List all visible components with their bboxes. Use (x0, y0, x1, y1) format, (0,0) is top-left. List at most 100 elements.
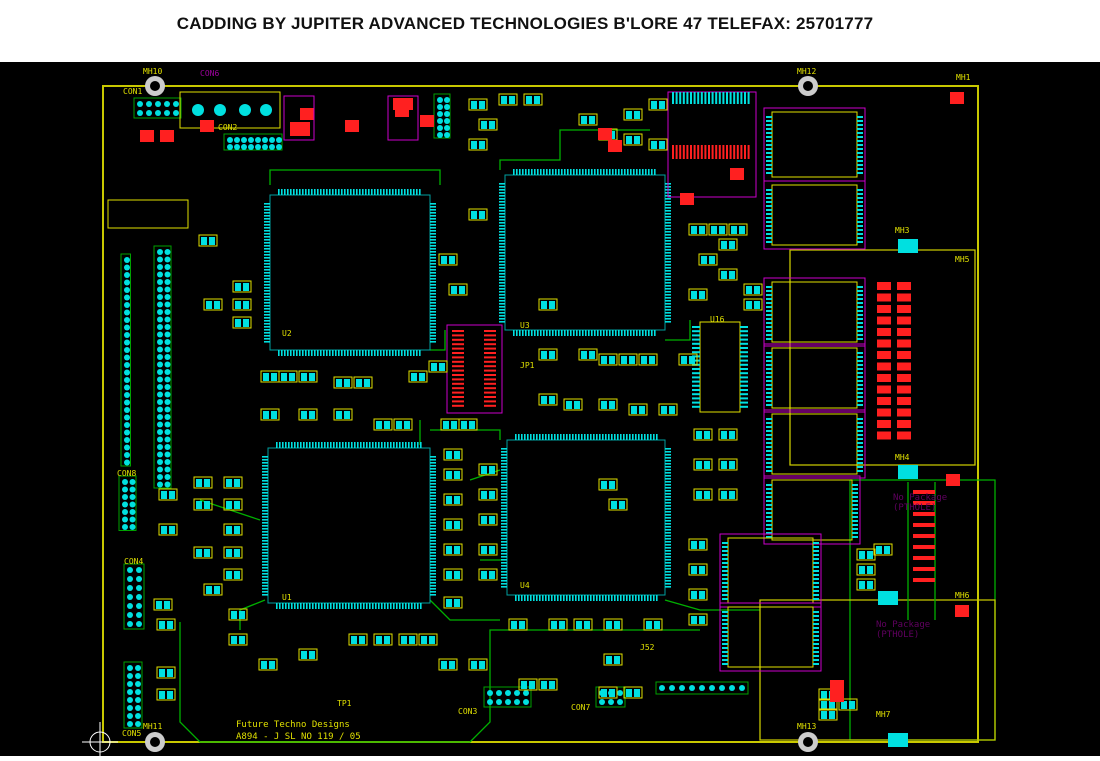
qfp-pin (615, 330, 617, 336)
smd-pad (859, 566, 865, 574)
header-pin (127, 713, 133, 719)
qfp-pin (611, 595, 613, 601)
header-pin (157, 294, 163, 300)
chip-pin (722, 598, 728, 600)
smd-pin (679, 145, 682, 159)
con3-label: CON3 (458, 707, 477, 716)
smd-component (260, 408, 280, 421)
pin (700, 92, 703, 104)
smd-pad (877, 328, 891, 336)
connector-pad (913, 501, 935, 505)
smd-pin (452, 352, 464, 354)
smd-component (623, 133, 643, 146)
header-pin (164, 286, 171, 293)
qfp-pin (264, 239, 270, 241)
chip-pin (857, 217, 863, 219)
qfp-pin (648, 169, 650, 175)
qfp-pin (665, 487, 671, 489)
qfp-pin (665, 246, 671, 248)
qfp-pin (287, 189, 289, 195)
qfp-pin (501, 553, 507, 555)
qfp-pin (430, 576, 436, 578)
header-outline (118, 475, 137, 531)
header-pin (669, 685, 675, 691)
qfp-pin (656, 434, 658, 440)
qfp-pin (262, 525, 268, 527)
smd-pin (484, 356, 496, 359)
smd-component (643, 618, 663, 631)
qfp-pin (389, 350, 391, 356)
smd-pad (376, 636, 382, 644)
qfp-pin (602, 434, 604, 440)
smd-component (468, 208, 488, 221)
no-package-text: No Package (893, 493, 947, 503)
qfp-pin (618, 330, 620, 336)
qfp-pin (638, 434, 640, 440)
qfp-pin (308, 350, 310, 356)
smd-pin (484, 365, 496, 368)
qfp-pin (430, 311, 436, 313)
qfp-pin (647, 434, 649, 440)
qfp-pin (348, 603, 350, 609)
chip-pin (766, 217, 772, 219)
smd-pad (754, 286, 760, 294)
qfp-pin (264, 236, 270, 238)
smd-pad (344, 379, 350, 387)
qfp-pin (665, 297, 671, 299)
smd-pad (601, 689, 607, 697)
header-pin (124, 332, 130, 338)
qfp-pin (636, 330, 638, 336)
chip-pin (766, 164, 772, 166)
smd-pad (214, 301, 220, 309)
smd-pad (159, 691, 165, 699)
smd-component (708, 223, 728, 236)
qfp-pin (430, 519, 436, 521)
qfp-pin (499, 306, 505, 308)
qfp-pin (665, 484, 671, 486)
smd-component (203, 583, 223, 596)
qfp-pin (384, 442, 386, 448)
qfp-pin (392, 189, 394, 195)
chip-pin (813, 619, 819, 621)
con1-label: CON1 (123, 87, 142, 96)
qfp-pin (499, 261, 505, 263)
qfp-pin (335, 350, 337, 356)
chip-pin (722, 623, 728, 625)
qfp-pin (262, 561, 268, 563)
qfp-pin (501, 535, 507, 537)
smd-pad (719, 226, 725, 234)
qfp-pin (501, 568, 507, 570)
qfp-pin (430, 320, 436, 322)
pin (718, 92, 721, 104)
smd-pad (501, 96, 507, 104)
qfp-pin (430, 510, 436, 512)
header-pin (124, 422, 130, 428)
smd-pad (721, 241, 727, 249)
header-pin (127, 697, 133, 703)
chip-pin (766, 400, 772, 402)
header-pin (444, 104, 450, 110)
smd-pad (449, 661, 455, 669)
qfp-pin (264, 332, 270, 334)
header-pin (241, 144, 247, 150)
qfp-pin (665, 586, 671, 588)
smd-pad (691, 566, 697, 574)
header-pin (164, 301, 171, 308)
header-pin (124, 362, 130, 368)
smd-pad (167, 669, 173, 677)
header-pin (157, 384, 163, 390)
chip-pin (857, 221, 863, 223)
qfp-pin (665, 225, 671, 227)
qfp-pin (303, 442, 305, 448)
smd-component (523, 93, 543, 106)
mh6-label: MH6 (955, 591, 970, 600)
memory-chip-outline (771, 111, 858, 178)
qfp-pin (318, 603, 320, 609)
smd-pin (452, 374, 464, 376)
pin (692, 338, 700, 341)
chip-pin (857, 197, 863, 199)
qfp-pin (612, 169, 614, 175)
smd-component (223, 498, 243, 511)
chip-pin (852, 520, 858, 522)
chip-pin (813, 651, 819, 653)
